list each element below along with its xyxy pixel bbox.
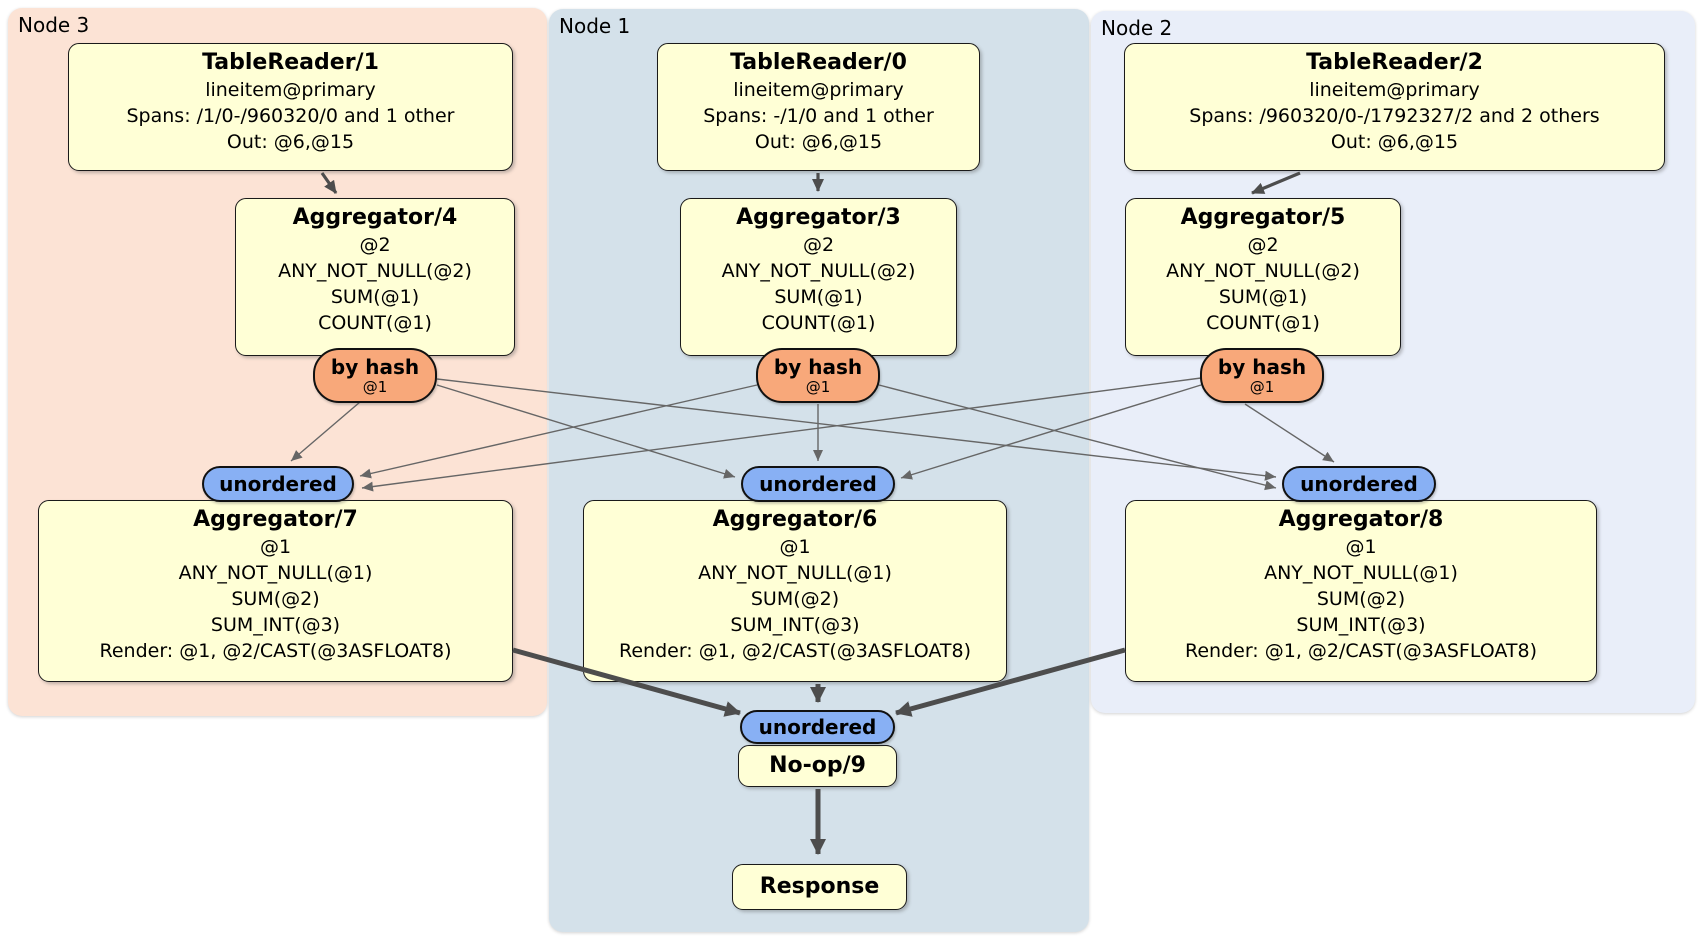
router-by-hash-node2: by hash @1	[1200, 348, 1324, 403]
processor-title: Aggregator/4	[292, 205, 458, 230]
processor-group-line: @2	[802, 234, 835, 256]
processor-title: Aggregator/8	[1278, 507, 1444, 532]
sync-unordered-node1: unordered	[741, 466, 895, 502]
processor-agg-line: SUM_INT(@3)	[730, 614, 860, 636]
processor-agg-line: COUNT(@1)	[1206, 312, 1320, 334]
sync-unordered-node2: unordered	[1282, 466, 1436, 502]
region-node3-label: Node 3	[18, 13, 90, 37]
processor-agg-line: SUM(@1)	[330, 286, 420, 308]
processor-title: Aggregator/5	[1180, 205, 1346, 230]
processor-agg-line: SUM(@2)	[1316, 588, 1406, 610]
processor-group-line: @1	[779, 536, 811, 558]
processor-index-line: lineitem@primary	[1309, 79, 1480, 101]
processor-title: TableReader/1	[202, 50, 379, 75]
processor-tablereader-2: TableReader/2 lineitem@primary Spans: /9…	[1124, 43, 1665, 171]
processor-aggregator-6: Aggregator/6 @1 ANY_NOT_NULL(@1) SUM(@2)…	[583, 500, 1007, 682]
processor-noop-9: No-op/9	[738, 745, 897, 787]
router-hash-columns: @1	[805, 377, 831, 396]
processor-agg-line: SUM(@1)	[774, 286, 863, 308]
region-node2-label: Node 2	[1101, 16, 1173, 40]
processor-agg-line: COUNT(@1)	[761, 312, 876, 334]
processor-title: Aggregator/3	[736, 205, 901, 230]
processor-agg-line: SUM(@1)	[1218, 286, 1308, 308]
router-hash-columns: @1	[362, 377, 388, 396]
processor-group-line: @1	[1345, 536, 1377, 558]
processor-agg-line: SUM(@2)	[231, 588, 320, 610]
processor-agg-line: ANY_NOT_NULL(@1)	[698, 562, 892, 584]
processor-out-line: Out: @6,@15	[754, 131, 883, 153]
processor-spans-line: Spans: -/1/0 and 1 other	[703, 105, 934, 127]
processor-agg-line: ANY_NOT_NULL(@2)	[278, 260, 472, 282]
sync-label: unordered	[219, 472, 337, 496]
processor-agg-line: SUM_INT(@3)	[1296, 614, 1426, 636]
router-label: by hash	[773, 354, 863, 379]
processor-agg-line: ANY_NOT_NULL(@2)	[721, 260, 916, 282]
processor-out-line: Out: @6,@15	[226, 131, 355, 153]
processor-title: Response	[759, 874, 880, 899]
processor-index-line: lineitem@primary	[205, 79, 376, 101]
processor-agg-line: SUM(@2)	[750, 588, 840, 610]
processor-response: Response	[732, 864, 907, 910]
processor-group-line: @2	[1247, 234, 1279, 256]
router-label: by hash	[330, 354, 420, 379]
sync-label: unordered	[759, 472, 877, 496]
processor-aggregator-4: Aggregator/4 @2 ANY_NOT_NULL(@2) SUM(@1)…	[235, 198, 515, 356]
processor-agg-line: SUM_INT(@3)	[210, 614, 341, 636]
processor-out-line: Out: @6,@15	[1330, 131, 1459, 153]
router-hash-columns: @1	[1249, 377, 1275, 396]
region-node1-label: Node 1	[559, 14, 631, 38]
sync-unordered-final: unordered	[740, 710, 895, 744]
processor-spans-line: Spans: /1/0-/960320/0 and 1 other	[126, 105, 455, 127]
processor-render-line: Render: @1, @2/CAST(@3ASFLOAT8)	[99, 640, 452, 662]
processor-render-line: Render: @1, @2/CAST(@3ASFLOAT8)	[1185, 640, 1537, 662]
processor-group-line: @2	[359, 234, 391, 256]
processor-aggregator-3: Aggregator/3 @2 ANY_NOT_NULL(@2) SUM(@1)…	[680, 198, 957, 356]
processor-index-line: lineitem@primary	[733, 79, 904, 101]
processor-title: Aggregator/6	[712, 507, 878, 532]
processor-aggregator-5: Aggregator/5 @2 ANY_NOT_NULL(@2) SUM(@1)…	[1125, 198, 1401, 356]
processor-title: TableReader/0	[730, 50, 907, 75]
processor-agg-line: COUNT(@1)	[318, 312, 432, 334]
processor-aggregator-8: Aggregator/8 @1 ANY_NOT_NULL(@1) SUM(@2)…	[1125, 500, 1597, 682]
processor-render-line: Render: @1, @2/CAST(@3ASFLOAT8)	[619, 640, 971, 662]
router-by-hash-node1: by hash @1	[756, 348, 880, 403]
sync-unordered-node3: unordered	[202, 466, 354, 502]
processor-tablereader-0: TableReader/0 lineitem@primary Spans: -/…	[657, 43, 980, 171]
sync-label: unordered	[1300, 472, 1418, 496]
processor-agg-line: ANY_NOT_NULL(@1)	[1264, 562, 1458, 584]
processor-aggregator-7: Aggregator/7 @1 ANY_NOT_NULL(@1) SUM(@2)…	[38, 500, 513, 682]
processor-agg-line: ANY_NOT_NULL(@2)	[1166, 260, 1360, 282]
processor-agg-line: ANY_NOT_NULL(@1)	[178, 562, 373, 584]
processor-group-line: @1	[259, 536, 292, 558]
router-by-hash-node3: by hash @1	[313, 348, 437, 403]
processor-spans-line: Spans: /960320/0-/1792327/2 and 2 others	[1189, 105, 1600, 127]
processor-title: No-op/9	[769, 753, 866, 778]
processor-title: TableReader/2	[1306, 50, 1483, 75]
router-label: by hash	[1217, 354, 1307, 379]
sync-label: unordered	[758, 715, 877, 739]
processor-title: Aggregator/7	[193, 507, 358, 532]
processor-tablereader-1: TableReader/1 lineitem@primary Spans: /1…	[68, 43, 513, 171]
